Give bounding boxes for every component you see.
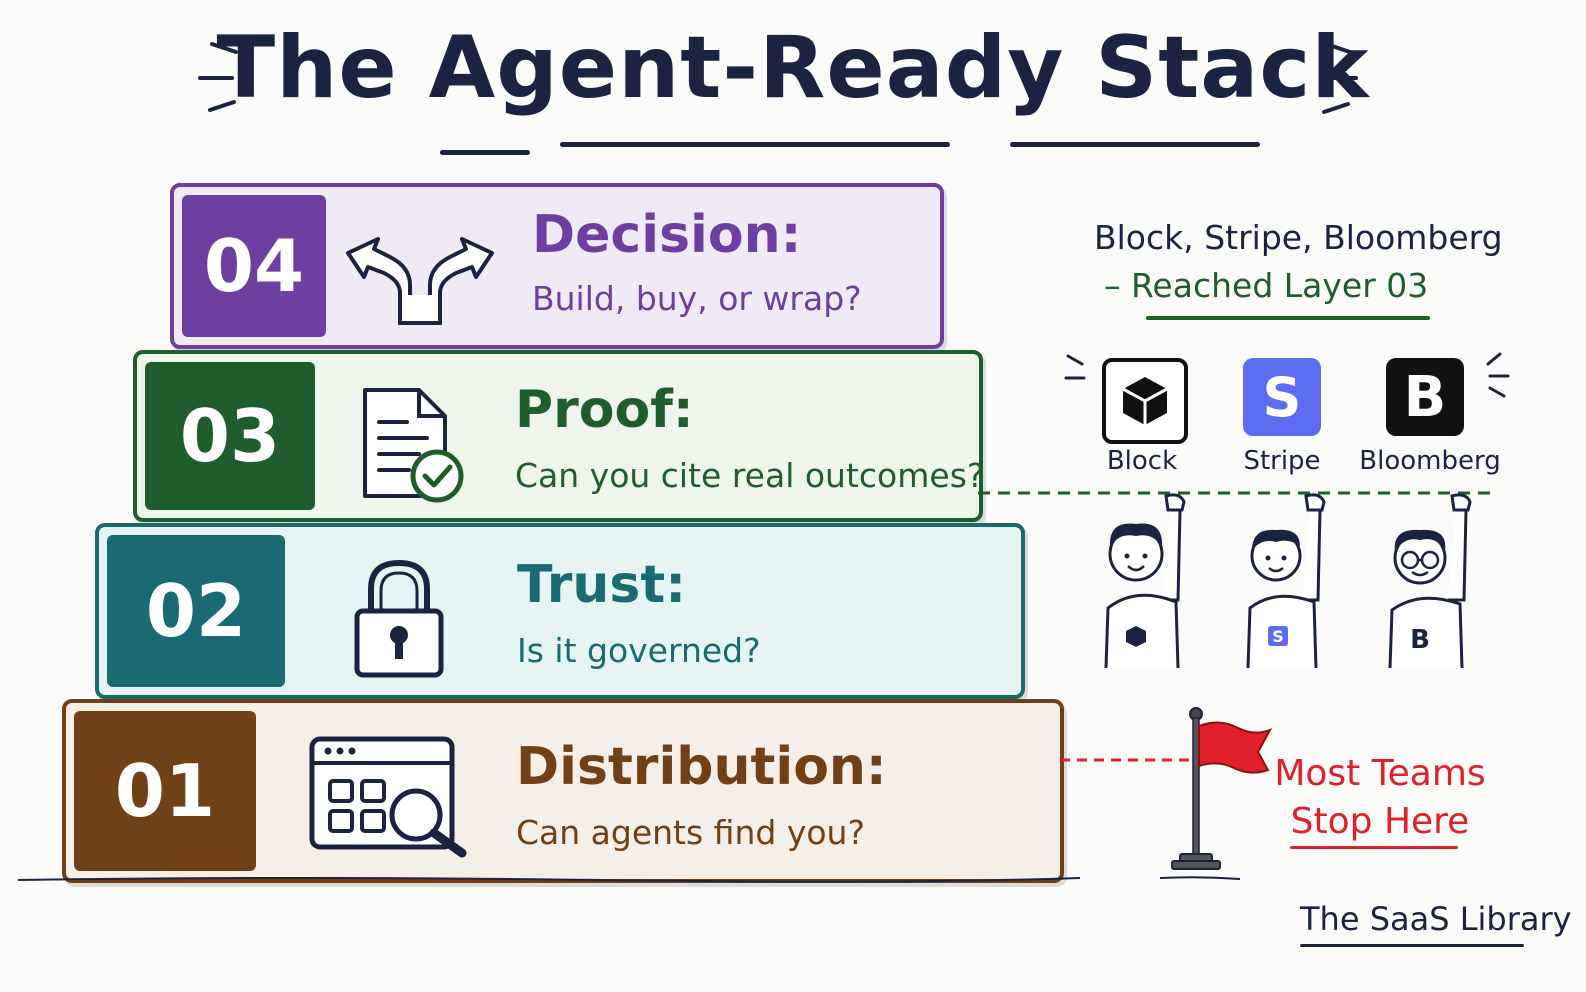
layer-heading: Decision: — [532, 205, 802, 265]
person-stripe: S — [1246, 493, 1326, 669]
bloomberg-b-icon: B — [1403, 364, 1447, 430]
stripe-logo: S — [1243, 358, 1321, 436]
cube-icon — [1122, 377, 1168, 425]
layer-01-stop-line — [1060, 758, 1196, 762]
stripe-s-icon: S — [1262, 365, 1302, 429]
title-underline — [1010, 142, 1260, 147]
logo-label: Block — [1106, 446, 1178, 476]
emphasis-strokes — [198, 42, 1358, 114]
stop-callout: Most Teams Stop Here — [1270, 750, 1490, 846]
browser-search-icon — [309, 736, 467, 858]
block-logo — [1102, 358, 1188, 444]
layer-04-decision: 04 Decision: Build, buy, or wrap? — [170, 183, 944, 349]
layer-03-proof: 03 Proof: Can you cite real outcomes? — [133, 350, 985, 522]
document-check-icon — [363, 388, 464, 503]
layer-question: Can agents find you? — [516, 813, 865, 852]
bloomberg-logo: B — [1386, 358, 1464, 436]
stop-line-1: Most Teams — [1274, 753, 1486, 794]
reached-line: – Reached Layer 03 — [1104, 266, 1429, 305]
person-bloomberg: B — [1388, 493, 1472, 669]
title-underline — [440, 150, 530, 155]
reached-underline — [1146, 316, 1430, 320]
ground-line — [17, 876, 1241, 883]
layer-01-distribution: 01 Distribution: Can agents find you? — [62, 699, 1064, 883]
svg-text:S: S — [1272, 627, 1284, 646]
svg-text:B: B — [1410, 625, 1430, 655]
brand-signature: The SaaS Library — [1300, 900, 1572, 938]
layer-number: 04 — [182, 195, 326, 337]
logo-label: Bloomberg — [1359, 446, 1501, 476]
layer-question: Can you cite real outcomes? — [515, 456, 985, 495]
layer-heading: Distribution: — [516, 737, 887, 797]
layer-number: 01 — [74, 711, 256, 871]
split-arrows-icon — [346, 237, 494, 325]
emphasis-strokes — [1064, 352, 1510, 398]
layer-02-trust: 02 Trust: Is it governed? — [95, 523, 1025, 699]
layer-03-reach-line — [978, 491, 1494, 495]
red-flag-icon — [1171, 707, 1273, 870]
padlock-icon — [354, 559, 444, 678]
layer-number: 03 — [145, 362, 315, 510]
stop-line-2: Stop Here — [1290, 801, 1470, 842]
layer-number: 02 — [107, 535, 285, 687]
page-title: The Agent-Ready Stack — [216, 18, 1370, 118]
logo-label: Stripe — [1243, 446, 1321, 476]
layer-question: Build, buy, or wrap? — [532, 279, 862, 318]
title-underline — [560, 142, 950, 147]
layer-question: Is it governed? — [517, 631, 761, 670]
layer-heading: Proof: — [515, 380, 694, 440]
companies-line: Block, Stripe, Bloomberg — [1094, 218, 1503, 257]
brand-underline — [1300, 944, 1524, 947]
stop-underline — [1290, 846, 1458, 849]
layer-heading: Trust: — [517, 555, 687, 615]
person-block — [1104, 493, 1186, 669]
